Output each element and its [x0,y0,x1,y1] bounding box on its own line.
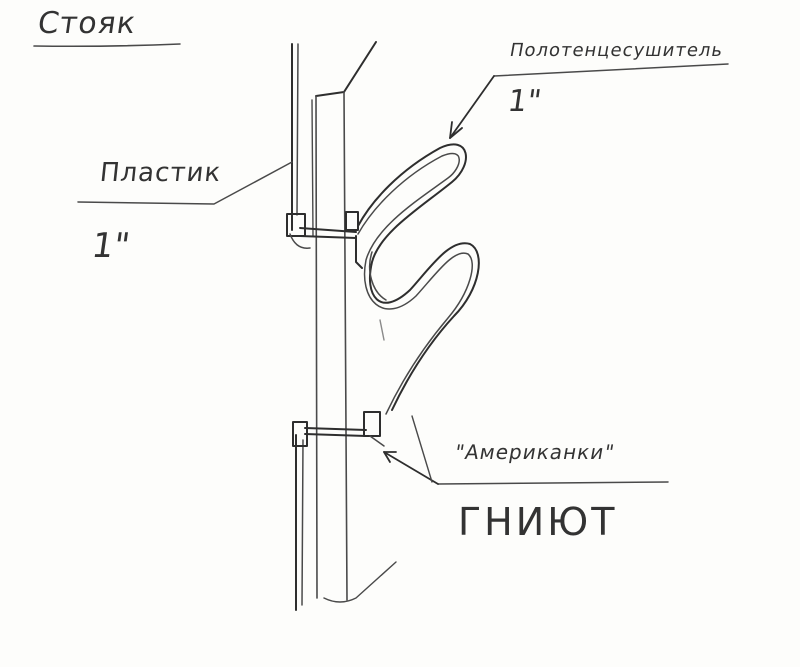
plug-size-label: 1" [89,226,133,266]
top-clamp [286,211,363,269]
towel-rail-coil [357,143,480,415]
plug-label: Пластик [98,158,223,188]
riser-pipe [311,41,397,603]
towel-rail-label: Полотенцесушитель [508,40,725,61]
title-underline [33,43,181,48]
bend-label: ГНИЮТ [458,500,618,544]
bottom-clamp [292,411,385,447]
union-fitting-label: "Американки" [452,440,617,464]
title-label: Стояк [35,6,139,41]
towel-rail-size-label: 1" [505,84,544,119]
leader-lines [77,63,729,485]
wall-edge [291,43,304,611]
